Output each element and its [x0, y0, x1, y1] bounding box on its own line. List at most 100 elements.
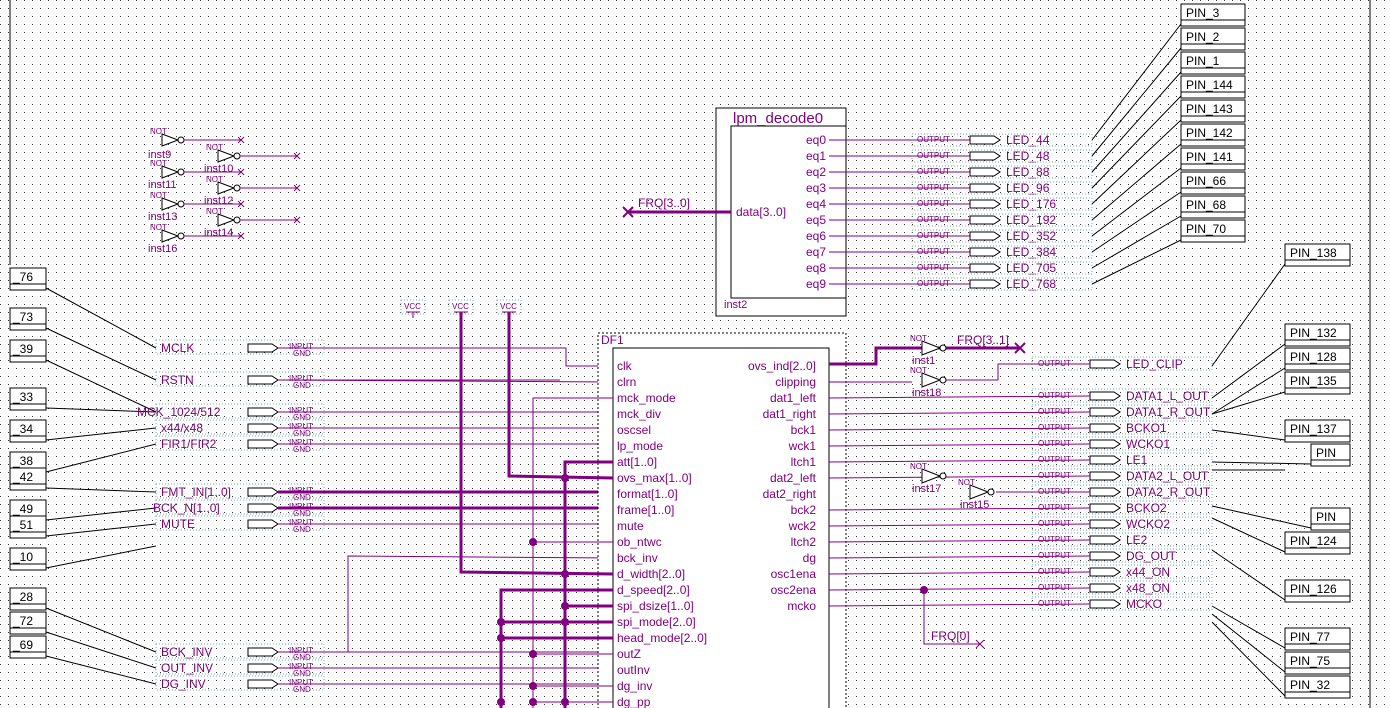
pin-label: PIN	[1316, 446, 1336, 460]
not-gate-icon	[217, 213, 236, 227]
output-tag: OUTPUT	[917, 167, 950, 176]
df1-output-port: dat1_right	[763, 407, 817, 421]
pin-label: PIN_144	[1186, 78, 1233, 92]
df1-output-port: bck1	[791, 423, 817, 437]
df1-output-port: dat1_left	[770, 391, 817, 405]
pin-label: PIN_142	[1186, 126, 1233, 140]
input-tag: INPUT	[289, 406, 313, 415]
gnd-tag: GND	[293, 493, 311, 502]
df1-input-port: mck_div	[617, 407, 661, 421]
not-gate-label: NOT	[150, 127, 167, 136]
df1-input-port: clk	[617, 359, 633, 373]
not-gate-icon	[161, 229, 180, 243]
pin-label: _76	[12, 270, 33, 284]
output-label: DATA1_L_OUT	[1126, 389, 1209, 403]
df1-input-port: bck_inv	[617, 551, 658, 565]
led-output-label: LED_176	[1006, 197, 1056, 211]
df1-input-port: d_speed[2..0]	[617, 583, 690, 597]
decoder-output-port: eq2	[806, 165, 826, 179]
not-gate-instance: inst12	[204, 195, 233, 207]
pin-label: _72	[12, 614, 33, 628]
led-output-label: LED_768	[1006, 277, 1056, 291]
pin-label: PIN_32	[1290, 678, 1330, 692]
pin-label: PIN_70	[1186, 222, 1226, 236]
not-gate-label: NOT	[150, 223, 167, 232]
output-tag: OUTPUT	[917, 183, 950, 192]
not-gate-label: NOT	[910, 334, 927, 343]
output-tag: OUTPUT	[1038, 391, 1071, 400]
not-gate-icon	[161, 165, 180, 179]
led-output-label: LED_352	[1006, 229, 1056, 243]
pin-label: _42	[12, 470, 33, 484]
output-tag: OUTPUT	[917, 263, 950, 272]
df1-input-port: dg_pp	[617, 695, 651, 708]
df1-input-port: frame[1..0]	[617, 503, 674, 517]
not-gate-icon	[969, 484, 990, 500]
pin-label: PIN_1	[1186, 54, 1220, 68]
output-label: MCKO	[1126, 597, 1162, 611]
led-output-label: LED_96	[1006, 181, 1050, 195]
output-label: BCKO1	[1126, 421, 1167, 435]
output-label: DG_OUT	[1126, 549, 1177, 563]
df1-output-port: bck2	[791, 503, 817, 517]
output-label: LE1	[1126, 453, 1148, 467]
pin-label: _38	[12, 454, 33, 468]
df1-output-port: wck1	[788, 439, 817, 453]
frq-bus-label: FRQ[3..0]	[638, 196, 690, 210]
df1-input-port: format[1..0]	[617, 487, 678, 501]
input-label: DG_INV	[161, 677, 206, 691]
df1-output-port: clipping	[775, 375, 816, 389]
not-gate-label: NOT	[206, 175, 223, 184]
output-tag: OUTPUT	[1038, 535, 1071, 544]
df1-output-port: osc2ena	[771, 583, 817, 597]
gnd-tag: GND	[293, 445, 311, 454]
not-gate-instance: inst18	[912, 387, 941, 399]
left-pin-column: _76_73_39_33_34_38_42_49_51_10_28_72_69	[9, 267, 157, 685]
df1-block[interactable]: DF1 clkclrnmck_modemck_divoscsellp_modea…	[597, 332, 847, 708]
df1-input-port: ovs_max[1..0]	[617, 471, 692, 485]
pin-label: PIN_137	[1290, 422, 1337, 436]
input-label: MCLK	[161, 341, 194, 355]
not-gate-instance: inst14	[204, 227, 233, 239]
right-pin-column-top: PIN_3PIN_2PIN_1PIN_144PIN_143PIN_142PIN_…	[1091, 3, 1246, 285]
pin-label: PIN_143	[1186, 102, 1233, 116]
led-output-label: LED_192	[1006, 213, 1056, 227]
df1-input-port: oscsel	[617, 423, 651, 437]
input-label: MUTE	[161, 517, 195, 531]
pin-label: _51	[12, 518, 33, 532]
gnd-tag: GND	[293, 381, 311, 390]
decoder-output-port: eq0	[806, 133, 826, 147]
input-label: FMT_IN[1..0]	[161, 485, 231, 499]
output-tag: OUTPUT	[1038, 519, 1071, 528]
not-gate-instance: inst13	[148, 211, 177, 223]
not-gate-label: NOT	[206, 143, 223, 152]
decoder-output-port: eq6	[806, 229, 826, 243]
led-output-label: LED_44	[1006, 133, 1050, 147]
pin-label: PIN_77	[1290, 630, 1330, 644]
df1-input-port: head_mode[2..0]	[617, 631, 707, 645]
decoder-output-port: eq8	[806, 261, 826, 275]
right-pin-column-mid: PIN_138PIN_132PIN_128PIN_135PIN_137PINPI…	[1211, 243, 1351, 699]
output-label: x44_ON	[1126, 565, 1170, 579]
gnd-tag: GND	[293, 349, 311, 358]
not-gate-instance: inst16	[148, 243, 177, 255]
output-tag: OUTPUT	[1038, 567, 1071, 576]
gnd-tag: GND	[293, 509, 311, 518]
output-tag: OUTPUT	[1038, 583, 1071, 592]
output-tag: OUTPUT	[917, 151, 950, 160]
output-label: DATA1_R_OUT	[1126, 405, 1211, 419]
input-tag: INPUT	[289, 438, 313, 447]
not-gate-icon	[921, 372, 942, 388]
pin-label: _33	[12, 390, 33, 404]
output-tag: OUTPUT	[1038, 503, 1071, 512]
df1-title: DF1	[601, 333, 624, 347]
not-gate-icon	[217, 149, 236, 163]
input-tag: INPUT	[289, 662, 313, 671]
not-gate-instance: inst15	[960, 499, 989, 511]
vcc-label: VCC	[452, 302, 469, 311]
